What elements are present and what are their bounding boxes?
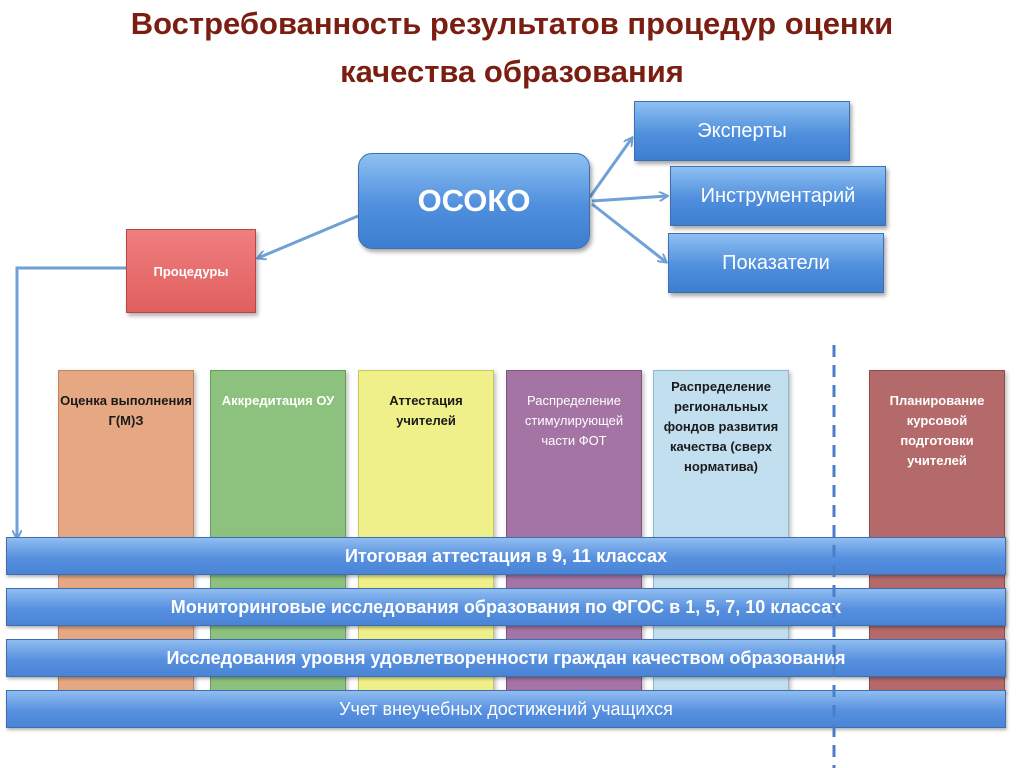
- bar-monitoring-research-label: Мониторинговые исследования образования …: [170, 596, 842, 617]
- procedures-label: Процедуры: [153, 263, 229, 279]
- instruments-node: Инструментарий: [670, 166, 886, 226]
- page-title: Востребованность результатов процедур оц…: [0, 0, 1024, 96]
- column-attestation-label: Аттестация учителей: [389, 393, 463, 428]
- bar-satisfaction-research: Исследования уровня удовлетворенности гр…: [6, 639, 1006, 677]
- column-attestation: Аттестация учителей: [358, 370, 494, 692]
- title-line-2: качества образования: [340, 54, 684, 89]
- column-fot-label: Распределение стимулирующей части ФОТ: [524, 393, 624, 448]
- column-gmz: Оценка выполнения Г(М)З: [58, 370, 194, 692]
- column-courses: Планирование курсовой подготовки учителе…: [869, 370, 1005, 692]
- indicators-label: Показатели: [722, 251, 830, 274]
- bar-monitoring-research: Мониторинговые исследования образования …: [6, 588, 1006, 626]
- bar-extracurricular: Учет внеучебных достижений учащихся: [6, 690, 1006, 728]
- column-accreditation: Аккредитация ОУ: [210, 370, 346, 692]
- column-fot: Распределение стимулирующей части ФОТ: [506, 370, 642, 692]
- column-regional-funds-label: Распределение региональных фондов развит…: [663, 379, 779, 474]
- column-accreditation-label: Аккредитация ОУ: [221, 393, 335, 408]
- osoko-label: ОСОКО: [417, 183, 531, 218]
- arrow-to-instruments: [591, 196, 667, 203]
- experts-node: Эксперты: [634, 101, 850, 161]
- bar-final-attestation-label: Итоговая аттестация в 9, 11 классах: [344, 545, 668, 566]
- title-line-1: Востребованность результатов процедур оц…: [130, 6, 894, 41]
- arrow-to-indicators: [591, 202, 666, 262]
- indicators-node: Показатели: [668, 233, 884, 293]
- bar-final-attestation: Итоговая аттестация в 9, 11 классах: [6, 537, 1006, 575]
- bar-extracurricular-label: Учет внеучебных достижений учащихся: [339, 698, 673, 719]
- arrow-to-procedures: [258, 214, 359, 258]
- procedures-node: Процедуры: [126, 229, 256, 313]
- instruments-label: Инструментарий: [700, 184, 856, 207]
- osoko-node: ОСОКО: [358, 153, 590, 249]
- arrow-to-experts: [588, 138, 632, 198]
- bar-satisfaction-research-label: Исследования уровня удовлетворенности гр…: [166, 647, 846, 668]
- column-regional-funds: Распределение региональных фондов развит…: [653, 370, 789, 692]
- arrow-procedures-to-bars: [17, 266, 126, 538]
- column-courses-label: Планирование курсовой подготовки учителе…: [889, 393, 985, 468]
- experts-label: Эксперты: [697, 119, 787, 142]
- column-gmz-label: Оценка выполнения Г(М)З: [60, 393, 192, 428]
